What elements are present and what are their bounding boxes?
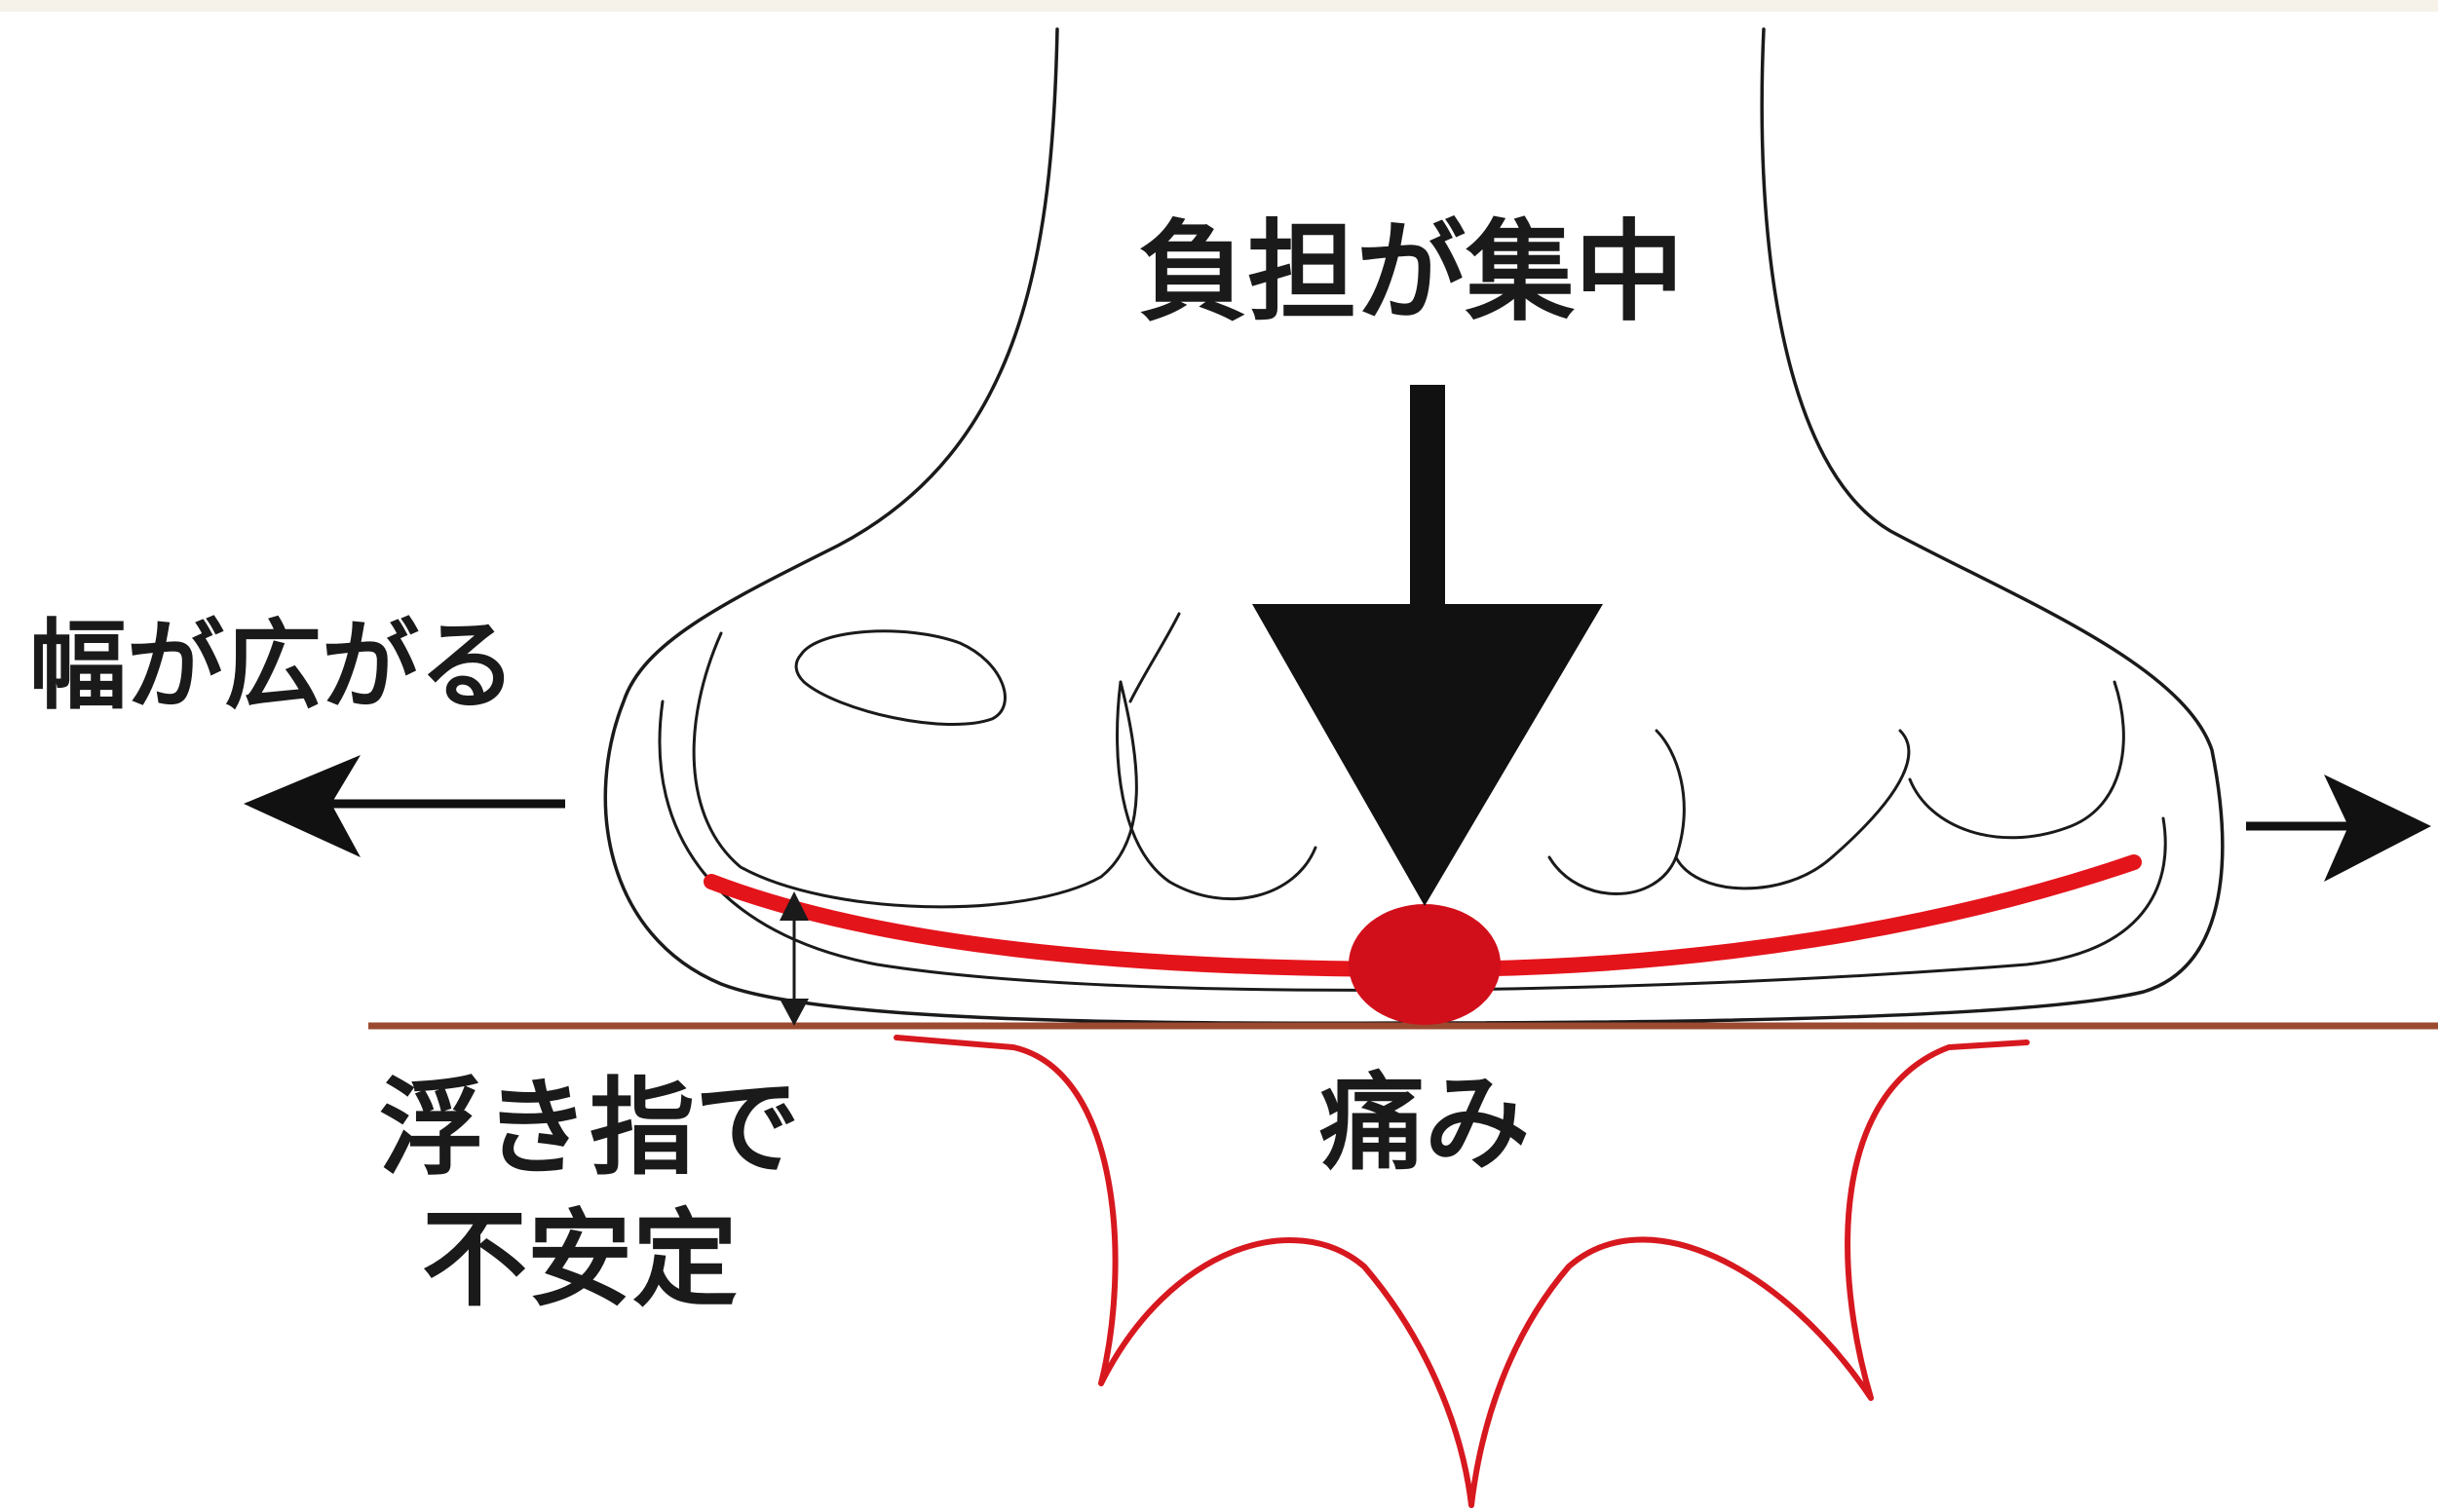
big-toe: [694, 633, 1136, 907]
big-toe-nail: [796, 631, 1005, 725]
middle-toe: [1549, 731, 1684, 894]
second-toe: [1118, 682, 1315, 899]
pain-label: 痛み: [1319, 1063, 1530, 1185]
top-band: [0, 0, 2438, 12]
floating-toe-label-line1: 浮き指で: [379, 1068, 800, 1190]
fourth-toe: [1676, 731, 1909, 888]
floating-toe-label-line2: 不安定: [422, 1199, 738, 1321]
little-toe: [1910, 682, 2123, 838]
gap-arrow-bottom-head: [780, 999, 809, 1026]
second-toe-top: [1130, 614, 1179, 701]
width-spreads-label: 幅が広がる: [29, 609, 516, 723]
load-concentrated-label: 負担が集中: [1138, 209, 1684, 336]
pain-point: [1349, 904, 1501, 1025]
